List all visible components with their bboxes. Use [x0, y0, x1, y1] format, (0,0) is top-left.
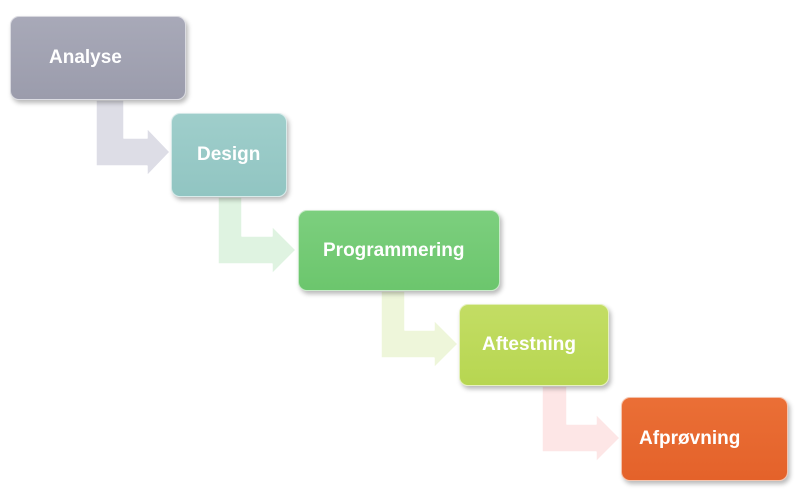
arrow-design-to-programmering: [217, 196, 297, 275]
stage-analyse: Analyse: [10, 16, 186, 100]
arrow-aftestning-to-afproevning: [541, 385, 621, 463]
stage-programmering: Programmering: [298, 210, 500, 291]
stage-afproevning: Afprøvning: [621, 397, 788, 481]
arrow-analyse-to-design: [95, 99, 171, 177]
stage-label: Afprøvning: [639, 428, 741, 449]
stage-aftestning: Aftestning: [459, 304, 609, 386]
arrow-programmering-to-aftestning: [380, 290, 459, 369]
stage-label: Programmering: [323, 239, 465, 261]
stage-label: Design: [197, 144, 261, 165]
stage-label: Aftestning: [482, 334, 576, 355]
stage-design: Design: [171, 113, 287, 197]
stage-label: Analyse: [49, 47, 122, 68]
